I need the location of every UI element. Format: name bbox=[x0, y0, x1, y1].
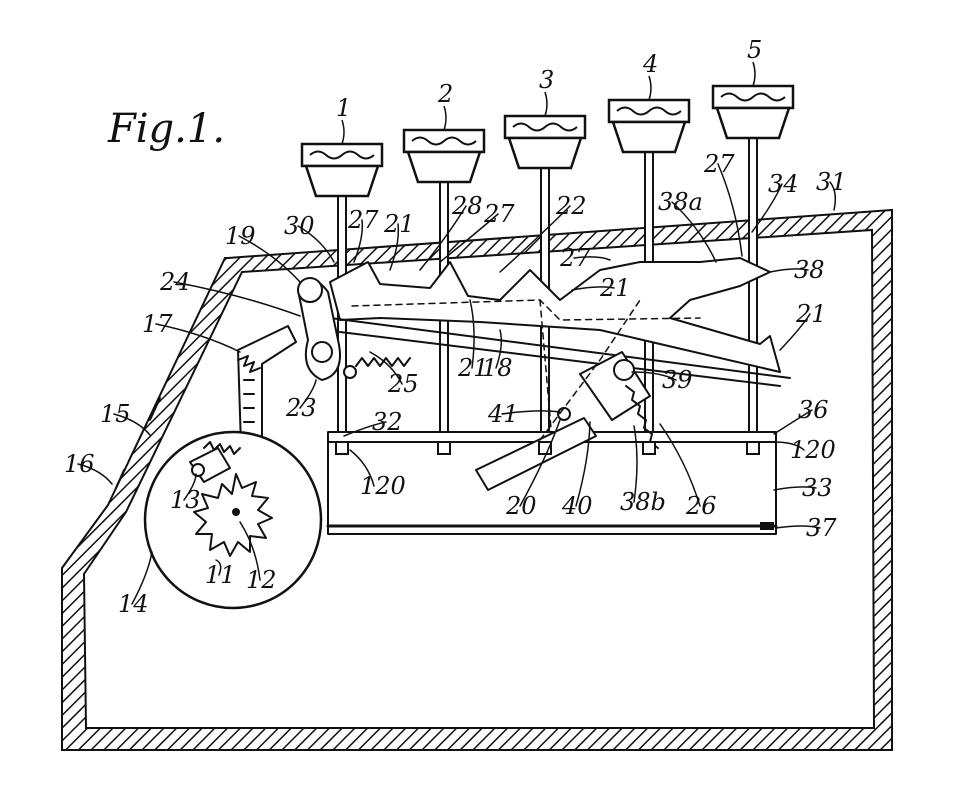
reference-numeral: 22 bbox=[555, 192, 587, 220]
key-number-5: 5 bbox=[747, 36, 762, 64]
reference-numeral: 38a bbox=[658, 188, 703, 216]
reference-numeral: 19 bbox=[225, 222, 256, 250]
lever-assembly bbox=[329, 257, 791, 441]
leader-line bbox=[113, 413, 151, 436]
leader-line bbox=[469, 299, 475, 369]
leader-line bbox=[499, 205, 571, 273]
release-lever bbox=[475, 299, 659, 491]
reference-numeral: 39 bbox=[662, 366, 693, 394]
leader-line bbox=[575, 421, 591, 507]
key-cap-4: 4 bbox=[607, 50, 691, 154]
reference-numeral: 28 bbox=[451, 192, 483, 220]
leader-line bbox=[773, 441, 805, 451]
reference-numeral: 12 bbox=[246, 566, 277, 594]
leader-line bbox=[573, 256, 611, 261]
reference-numeral: 21 bbox=[599, 274, 631, 302]
leader-line bbox=[775, 525, 821, 529]
reference-numeral: 24 bbox=[159, 268, 191, 296]
leader-line bbox=[751, 183, 783, 233]
leader-line bbox=[173, 281, 301, 317]
reference-numeral: 23 bbox=[285, 394, 317, 422]
reference-numeral: 27 bbox=[347, 206, 379, 234]
reference-numeral: 38 bbox=[794, 256, 825, 284]
key-caps: 1 2 3 4 5 bbox=[300, 36, 795, 198]
leader-line bbox=[77, 463, 113, 485]
stem-feet bbox=[335, 441, 760, 455]
key-cap-2: 2 bbox=[402, 80, 486, 184]
leader-line bbox=[717, 163, 743, 257]
leader-line bbox=[215, 559, 222, 576]
reference-numeral: 17 bbox=[142, 310, 173, 338]
reference-numeral: 20 bbox=[505, 492, 537, 520]
key-cap-1: 1 bbox=[300, 94, 384, 198]
key-cap-3: 3 bbox=[503, 66, 587, 170]
leader-line bbox=[419, 205, 467, 271]
reference-numeral: 41 bbox=[487, 400, 519, 428]
reference-numeral: 18 bbox=[482, 354, 513, 382]
reference-numeral: 15 bbox=[100, 400, 131, 428]
housing bbox=[61, 208, 893, 751]
leader-line bbox=[155, 323, 241, 353]
figure-title: Fig.1. bbox=[107, 106, 225, 152]
leader-line bbox=[131, 551, 153, 605]
leader-line bbox=[519, 419, 561, 507]
leader-line bbox=[829, 181, 837, 211]
reference-numeral: 40 bbox=[561, 492, 593, 520]
reference-numeral: 21 bbox=[457, 354, 489, 382]
key-cap-5: 5 bbox=[711, 36, 795, 140]
leader-line bbox=[773, 486, 817, 491]
reference-numeral: 120 bbox=[360, 472, 406, 500]
reference-numeral: 32 bbox=[372, 408, 403, 436]
gear-train bbox=[143, 430, 323, 610]
reference-numeral: 27 bbox=[559, 244, 591, 272]
reference-numeral: 120 bbox=[790, 436, 836, 464]
leader-line bbox=[779, 313, 811, 351]
reference-numeral: 38b bbox=[620, 488, 666, 516]
key-number-2: 2 bbox=[437, 80, 453, 108]
reference-numeral: 11 bbox=[205, 561, 236, 589]
reference-numeral: 25 bbox=[387, 370, 419, 398]
leader-line bbox=[769, 268, 809, 273]
pawl-lever bbox=[297, 277, 411, 381]
reference-numeral: 26 bbox=[685, 492, 717, 520]
reference-numeral: 21 bbox=[795, 300, 827, 328]
key-number-4: 4 bbox=[642, 50, 658, 78]
leader-line bbox=[238, 235, 301, 283]
reference-numeral: 16 bbox=[64, 450, 95, 478]
leader-line bbox=[299, 379, 317, 409]
reference-numeral: 21 bbox=[383, 210, 415, 238]
reference-numeral: 36 bbox=[798, 396, 829, 424]
reference-numeral: 30 bbox=[284, 212, 315, 240]
reference-numeral: 14 bbox=[118, 590, 149, 618]
leader-line bbox=[183, 473, 197, 501]
reference-numeral: 27 bbox=[483, 200, 515, 228]
reference-numeral: 13 bbox=[170, 486, 201, 514]
leader-line bbox=[343, 421, 387, 437]
leader-line bbox=[369, 351, 403, 385]
leader-line bbox=[389, 223, 400, 271]
leader-line bbox=[353, 219, 364, 263]
leader-line bbox=[631, 371, 677, 381]
leader-line bbox=[239, 521, 261, 581]
leader-line bbox=[633, 425, 638, 503]
leader-line bbox=[571, 286, 615, 291]
leader-line bbox=[501, 410, 561, 415]
reference-numeral: 31 bbox=[816, 168, 847, 196]
key-number-3: 3 bbox=[539, 66, 554, 94]
leader-line bbox=[671, 201, 717, 263]
reference-numeral: 27 bbox=[703, 150, 735, 178]
key-number-1: 1 bbox=[336, 94, 351, 122]
leader-line bbox=[773, 409, 813, 435]
reference-numeral: 37 bbox=[806, 514, 837, 542]
reference-numeral: 34 bbox=[768, 170, 799, 198]
leader-line bbox=[495, 329, 503, 369]
leader-line bbox=[659, 423, 701, 507]
leader-line bbox=[297, 225, 335, 263]
leader-line bbox=[349, 449, 375, 487]
leader-line bbox=[439, 213, 499, 263]
reference-numeral: 33 bbox=[802, 474, 833, 502]
